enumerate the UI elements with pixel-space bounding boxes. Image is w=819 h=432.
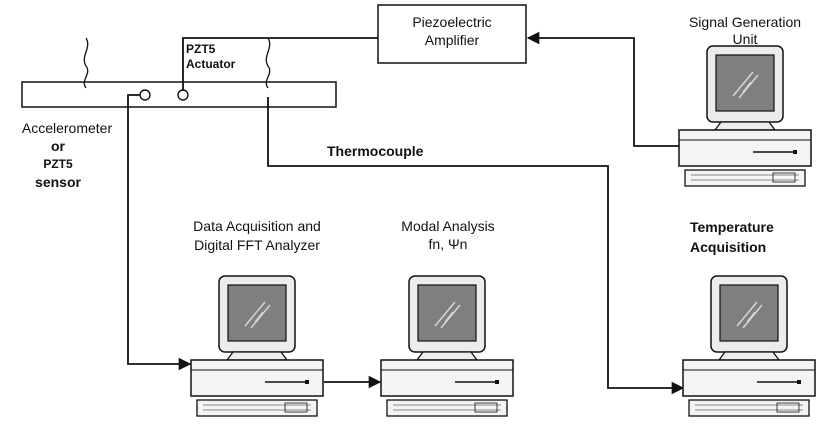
temperature-label-line2: Acquisition [690, 239, 767, 255]
sensor-label-line1: Accelerometer [21, 120, 113, 136]
wavy-break-icon [265, 37, 271, 89]
sensor-label-line3: PZT5 [43, 157, 73, 171]
actuator-node-icon [177, 89, 189, 101]
thermocouple-label: Thermocouple [327, 143, 424, 159]
desktop-computer-icon [678, 45, 812, 187]
temperature-label-line1: Temperature [690, 219, 774, 235]
sensor-to-daq-arrow [127, 94, 192, 371]
sensor-node-icon [139, 89, 151, 101]
signal-generation-label-line1: Signal Generation [688, 14, 802, 30]
thermocouple-wire [267, 97, 685, 395]
modal-analysis-label-line1: Modal Analysis [401, 218, 495, 234]
desktop-computer-icon [682, 275, 816, 417]
desktop-computer-icon [190, 275, 324, 417]
daq-label-line2: Digital FFT Analyzer [194, 237, 320, 253]
sensor-label-line2: or [51, 138, 65, 154]
wavy-break-icon [83, 37, 89, 89]
amplifier-box [377, 4, 527, 64]
amplifier-to-actuator-wire [182, 37, 378, 90]
pzt-actuator-label-line2: Actuator [186, 57, 236, 71]
amplifier-label-line1: Piezoelectric [412, 14, 492, 30]
pzt-actuator-label-line1: PZT5 [186, 42, 216, 56]
signal-generation-label-line2: Unit [732, 31, 758, 47]
sensor-label-line4: sensor [35, 174, 81, 190]
modal-analysis-label-line2: fn, Ψn [428, 236, 468, 252]
daq-label-line1: Data Acquisition and [193, 218, 321, 234]
desktop-computer-icon [380, 275, 514, 417]
signal-to-amplifier-arrow [526, 31, 680, 147]
amplifier-label-line2: Amplifier [424, 32, 480, 48]
